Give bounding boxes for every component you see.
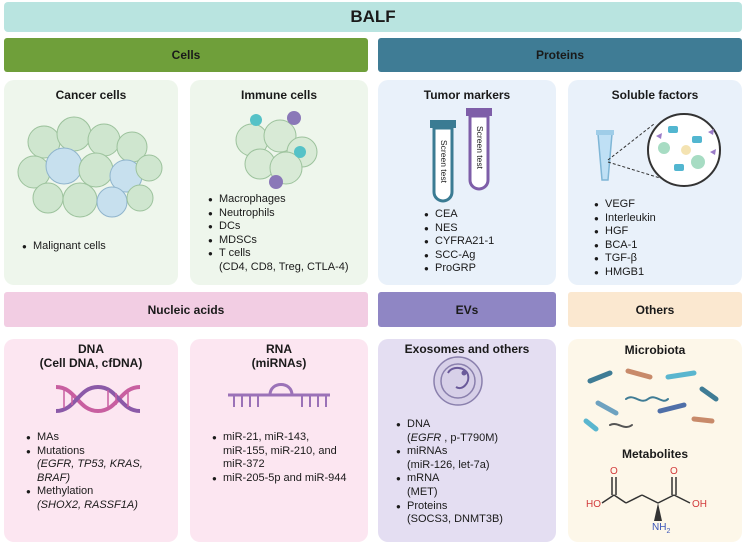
list-item-detail: (CD4, CD8, Treg, CTLA-4): [219, 260, 349, 273]
list-item: NES: [424, 222, 494, 236]
list-item: HGF: [594, 225, 656, 239]
atom-ho: HO: [586, 499, 601, 510]
proteins-header-label: Proteins: [535, 48, 584, 62]
evs-panel: Exosomes and others DNA (EGFR , p-T790M)…: [378, 339, 556, 542]
dna-title: DNA: [78, 342, 104, 356]
list-item-detail: BRAF): [37, 471, 70, 484]
proteins-header: Proteins: [378, 38, 742, 72]
list-item: Proteins: [396, 500, 503, 514]
atom-oh: OH: [692, 499, 707, 510]
list-item: HMGB1: [594, 266, 656, 280]
tumor-markers-panel: Tumor markers Screen test Screen test CE…: [378, 80, 556, 285]
rna-panel: RNA (miRNAs) miR-21, miR-143, miR-155, m…: [190, 339, 368, 542]
list-item-detail: (SHOX2, RASSF1A): [37, 498, 138, 511]
list-item: MAs: [26, 431, 143, 445]
list-item: Neutrophils: [208, 207, 349, 221]
rna-list: miR-21, miR-143, miR-155, miR-210, and m…: [212, 431, 347, 485]
list-item: mRNA: [396, 472, 503, 486]
evs-header: EVs: [378, 292, 556, 327]
list-item-detail: (miR-126, let-7a): [407, 458, 490, 471]
list-item: Methylation: [26, 485, 143, 499]
list-item: Mutations: [26, 445, 143, 459]
immune-cells-illustration: [235, 111, 318, 189]
soluble-factors-list: VEGF Interleukin HGF BCA-1 TGF-β HMGB1: [594, 198, 656, 280]
list-item-detail: miR-372: [223, 458, 265, 471]
metabolites-title: Metabolites: [621, 447, 688, 461]
others-header: Others: [568, 292, 742, 327]
glutamate-structure-icon: [601, 477, 691, 521]
others-header-label: Others: [635, 302, 675, 317]
immune-cells-list: Macrophages Neutrophils DCs MDSCs T cell…: [208, 193, 349, 275]
list-item: miR-205-5p and miR-944: [212, 472, 347, 486]
list-item: SCC-Ag: [424, 249, 494, 263]
cancer-cells-list: Malignant cells: [22, 240, 106, 254]
soluble-factors-panel: Soluble factors VEGF Interleukin HGF BCA…: [568, 80, 742, 285]
nucleic-acids-header: Nucleic acids: [4, 292, 368, 327]
mirna-hairpin-icon: [228, 383, 330, 407]
dna-helix-icon: [55, 384, 141, 414]
cancer-cells-panel: Cancer cells Malignant cells: [4, 80, 178, 285]
list-item: DNA: [396, 418, 503, 432]
list-item: DCs: [208, 220, 349, 234]
exosome-icon: [433, 356, 483, 406]
list-item: CYFRA21-1: [424, 235, 494, 249]
atom-o-left: O: [610, 466, 618, 477]
mutation-name: , p-T790M): [441, 431, 499, 444]
evs-title: Exosomes and others: [404, 342, 530, 356]
list-item-detail: (MET): [407, 485, 438, 498]
list-item-detail: miR-155, miR-210, and: [223, 444, 337, 457]
list-item: miRNAs: [396, 445, 503, 459]
microbiota-title: Microbiota: [624, 343, 686, 357]
tumor-markers-list: CEA NES CYFRA21-1 SCC-Ag ProGRP: [424, 208, 494, 276]
cells-header-label: Cells: [171, 48, 201, 62]
bacteria-icon: [583, 368, 719, 432]
evs-list: DNA (EGFR , p-T790M) miRNAs (miR-126, le…: [396, 418, 503, 527]
atom-nh-subscript: 2: [666, 528, 671, 535]
atom-o-right: O: [670, 466, 678, 477]
list-item: miR-21, miR-143,: [212, 431, 347, 445]
test-tubes-icon: [430, 108, 492, 203]
list-item: Interleukin: [594, 212, 656, 226]
rna-title: RNA: [266, 342, 292, 356]
dna-list: MAs Mutations (EGFR, TP53, KRAS, BRAF) M…: [26, 431, 143, 513]
immune-cells-title: Immune cells: [240, 88, 318, 102]
list-item: Malignant cells: [22, 240, 106, 254]
tumor-markers-title: Tumor markers: [423, 88, 511, 102]
gene-name: EGFR: [410, 431, 442, 444]
nucleic-acids-header-label: Nucleic acids: [147, 302, 225, 317]
list-item: Macrophages: [208, 193, 349, 207]
list-item: MDSCs: [208, 234, 349, 248]
cancer-cells-title: Cancer cells: [55, 88, 127, 102]
others-panel: Microbiota Metabolites O O HO: [568, 339, 742, 542]
list-item-detail: (EGFR, TP53, KRAS,: [37, 458, 143, 471]
list-item: BCA-1: [594, 239, 656, 253]
list-item: T cells: [208, 247, 349, 261]
tube-label-right: Screen test: [475, 126, 485, 169]
tube-with-molecules-icon: [596, 113, 721, 187]
dna-panel: DNA (Cell DNA, cfDNA) MAs Mutations (EGF…: [4, 339, 178, 542]
list-item: ProGRP: [424, 262, 494, 276]
list-item: CEA: [424, 208, 494, 222]
list-item-detail: (SOCS3, DNMT3B): [407, 513, 503, 526]
page-title: BALF: [350, 7, 396, 26]
title-bar: BALF: [4, 2, 742, 32]
cells-header: Cells: [4, 38, 368, 72]
dna-subtitle: (Cell DNA, cfDNA): [39, 356, 143, 370]
list-item: VEGF: [594, 198, 656, 212]
soluble-factors-title: Soluble factors: [611, 88, 699, 102]
list-item: TGF-β: [594, 252, 656, 266]
atom-nh: NH: [652, 522, 667, 533]
list-item-detail: (EGFR , p-T790M): [407, 431, 499, 444]
cancer-cells-illustration: [17, 116, 163, 218]
tube-label-left: Screen test: [439, 140, 449, 183]
evs-header-label: EVs: [455, 302, 479, 317]
rna-subtitle: (miRNAs): [251, 356, 307, 370]
atom-nh2: NH2: [652, 522, 670, 535]
immune-cells-panel: Immune cells Macrophages Neutrophils DCs…: [190, 80, 368, 285]
